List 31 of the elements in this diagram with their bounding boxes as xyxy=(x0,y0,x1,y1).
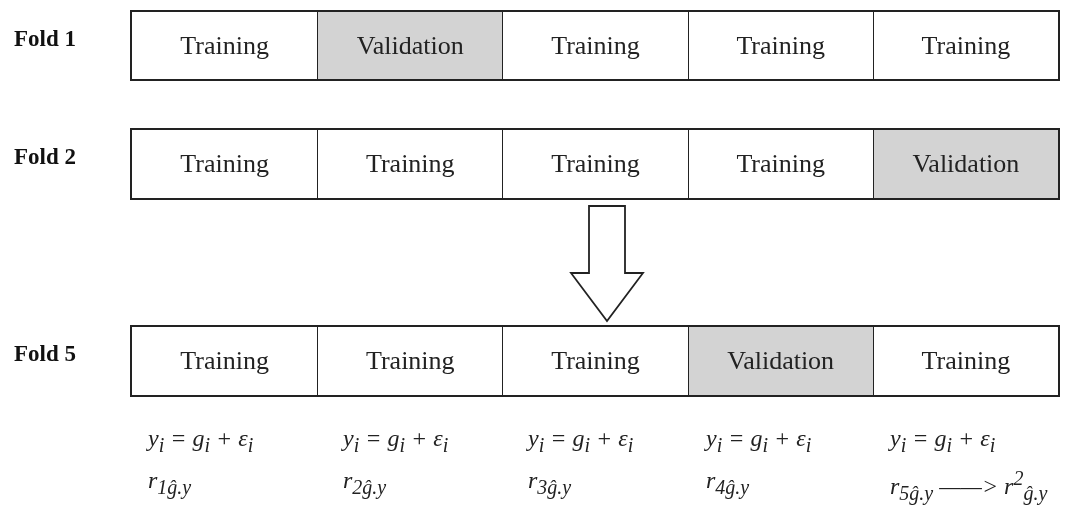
validation-cell xyxy=(872,130,1058,198)
cell-text: Training xyxy=(365,346,455,376)
formula-text: y$_{i}$ = g$_{i}$ + ε$_{i}$ xyxy=(706,425,812,457)
formula-text: r$_{2ĝ.y}$ xyxy=(343,467,387,499)
formula-text: y$_{i}$ = g$_{i}$ + ε$_{i}$ xyxy=(343,425,449,457)
cell-text: Training xyxy=(921,346,1011,376)
validation-cell xyxy=(317,12,503,79)
fold-label: Fold 2 xyxy=(14,144,76,170)
formula-text: y$_{i}$ = g$_{i}$ + ε$_{i}$ xyxy=(148,425,254,457)
cell-text: Training xyxy=(180,346,269,376)
cell-text: Training xyxy=(551,346,640,376)
cell-text: Training xyxy=(736,149,825,179)
cell-text: Training xyxy=(551,149,640,179)
formula-text: r$_{4ĝ.y}$ xyxy=(706,467,750,499)
cell-text: Training xyxy=(365,149,455,179)
cell-text: Training xyxy=(921,30,1011,61)
block-arrow xyxy=(569,205,645,323)
cell-text: Training xyxy=(736,30,825,61)
cell-text: Validation xyxy=(727,346,835,376)
formula-text: y$_{i}$ = g$_{i}$ + ε$_{i}$ xyxy=(890,425,996,457)
fold-label: Fold 1 xyxy=(14,26,76,52)
cell-text: Training xyxy=(551,30,640,61)
formula-text: r$_{1ĝ.y}$ xyxy=(148,467,192,499)
cell-text: Training xyxy=(180,149,269,179)
formula-text: y$_{i}$ = g$_{i}$ + ε$_{i}$ xyxy=(528,425,634,457)
formula-text: r$_{3ĝ.y}$ xyxy=(528,467,572,499)
cell-text: Validation xyxy=(356,30,464,61)
cell-text: Validation xyxy=(912,149,1020,179)
cell-text: Training xyxy=(180,30,269,61)
fold-label: Fold 5 xyxy=(14,341,76,367)
validation-cell xyxy=(687,327,873,395)
